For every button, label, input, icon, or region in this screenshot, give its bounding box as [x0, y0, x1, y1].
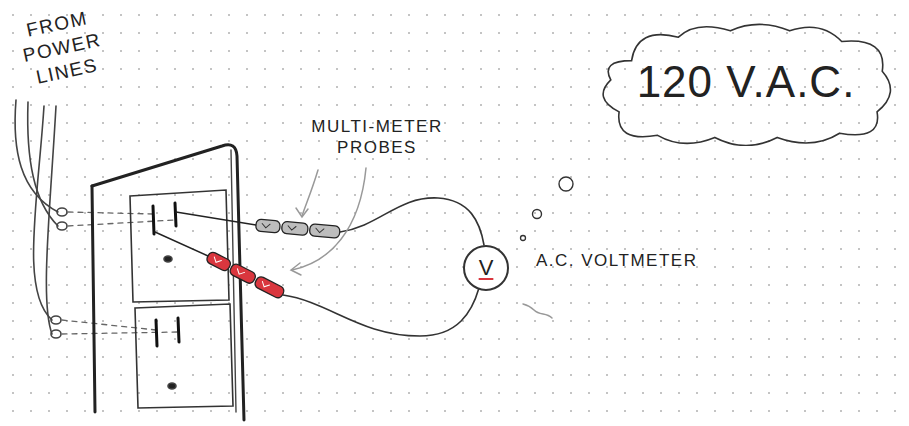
leader-line	[292, 168, 366, 270]
ground-hole	[164, 256, 172, 262]
source-label: FROM POWER LINES	[0, 1, 124, 94]
meter-label: A.C. VOLTMETER	[536, 250, 708, 271]
reading-text: 120 V.A.C.	[637, 58, 856, 106]
hidden-wire	[68, 212, 153, 214]
supply-wire	[46, 106, 56, 334]
probe-tip	[176, 212, 256, 225]
wire-connector	[51, 316, 61, 324]
red-probe	[205, 251, 285, 300]
leader-arrowhead	[296, 208, 308, 217]
hidden-wire	[62, 332, 178, 334]
leader-arrowhead	[291, 263, 301, 275]
thought-cloud: 120 V.A.C.	[590, 18, 902, 146]
wall-plate	[92, 186, 95, 412]
wire-connector	[57, 222, 67, 230]
thought-bubble	[533, 210, 542, 219]
ground-hole	[168, 383, 176, 389]
thought-bubble	[521, 236, 526, 241]
receptacle	[130, 190, 229, 302]
meter-symbol-letter: V	[479, 256, 494, 280]
black-probe	[255, 219, 340, 238]
probe-tip	[155, 232, 208, 256]
outlet-slot	[178, 318, 179, 342]
voltmeter-symbol: V	[463, 245, 509, 291]
outlet-slot	[175, 203, 176, 226]
outlet-slot	[153, 206, 154, 234]
wire-connector	[51, 330, 61, 338]
leader-line	[523, 304, 552, 318]
probes-label: MULTI-METER PROBES	[286, 116, 468, 159]
hidden-wire	[68, 220, 175, 226]
thought-bubble	[559, 177, 573, 191]
leader-line	[302, 170, 318, 216]
outlet-slot	[156, 320, 157, 346]
receptacle	[135, 304, 233, 408]
probe-lead	[340, 198, 484, 245]
probe-lead	[283, 288, 479, 336]
hidden-wire	[62, 320, 156, 330]
wall-plate	[92, 145, 244, 420]
wire-connector	[57, 208, 67, 216]
